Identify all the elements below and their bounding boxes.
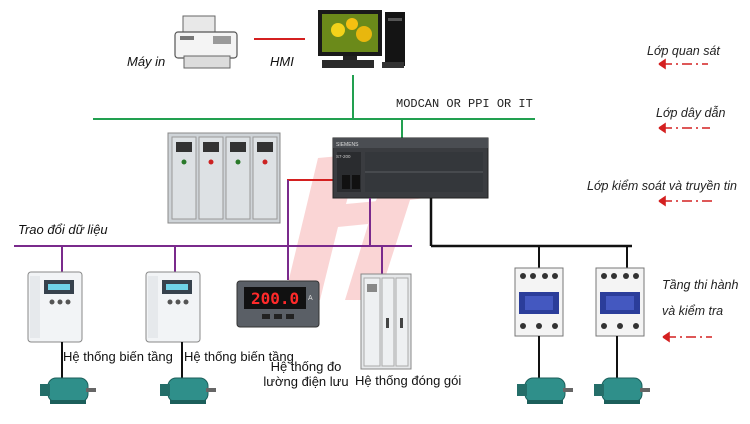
- arrow-control-icon: [658, 195, 712, 207]
- arrow-execution-icon: [662, 331, 712, 343]
- meter-label: Hệ thống đo lường điện lưu: [263, 359, 349, 389]
- contactor-2-icon: [595, 267, 645, 337]
- layer-execution-label-1: Tầng thi hành: [662, 278, 739, 292]
- hmi-label: HMI: [270, 54, 294, 69]
- arrow-wiring-icon: [658, 122, 710, 134]
- vfd-1-label: Hệ thống biến tầng: [63, 349, 173, 364]
- vfd-1-icon: [27, 271, 83, 343]
- current-meter-icon: 200.0 A: [236, 280, 320, 328]
- packaging-cabinet-icon: [360, 273, 412, 370]
- plc-icon: SIEMENS S7-200: [332, 137, 489, 199]
- layer-observe-label: Lớp quan sát: [647, 44, 720, 58]
- motor-1-icon: [40, 377, 96, 404]
- motor-3-icon: [517, 377, 573, 404]
- control-cabinet-icon: [167, 132, 281, 224]
- vfd-2-label: Hệ thống biến tầng: [184, 349, 294, 364]
- hmi-computer-icon: [318, 10, 405, 68]
- packaging-label: Hệ thống đóng gói: [355, 373, 462, 388]
- layer-execution-label-2: và kiểm tra: [662, 304, 724, 318]
- layer-control-label: Lớp kiểm soát và truyền tin: [587, 179, 737, 193]
- plc-model-text: S7-200: [336, 154, 351, 159]
- contactor-1-icon: [514, 267, 564, 337]
- vfd-2-icon: [145, 271, 201, 343]
- arrow-observe-icon: [658, 58, 708, 70]
- meter-value-text: 200.0: [251, 289, 299, 308]
- plc-brand-text: SIEMENS: [336, 142, 359, 148]
- printer-icon: [174, 15, 238, 69]
- meter-unit-text: A: [308, 295, 313, 302]
- printer-label: Máy in: [127, 54, 166, 69]
- data-exchange-label: Trao đổi dữ liệu: [18, 222, 108, 237]
- network-protocol-label: MODCAN OR PPI OR IT: [396, 97, 533, 111]
- motor-2-icon: [160, 377, 216, 404]
- motor-4-icon: [594, 377, 650, 404]
- layer-wiring-label: Lớp dây dẫn: [656, 106, 726, 120]
